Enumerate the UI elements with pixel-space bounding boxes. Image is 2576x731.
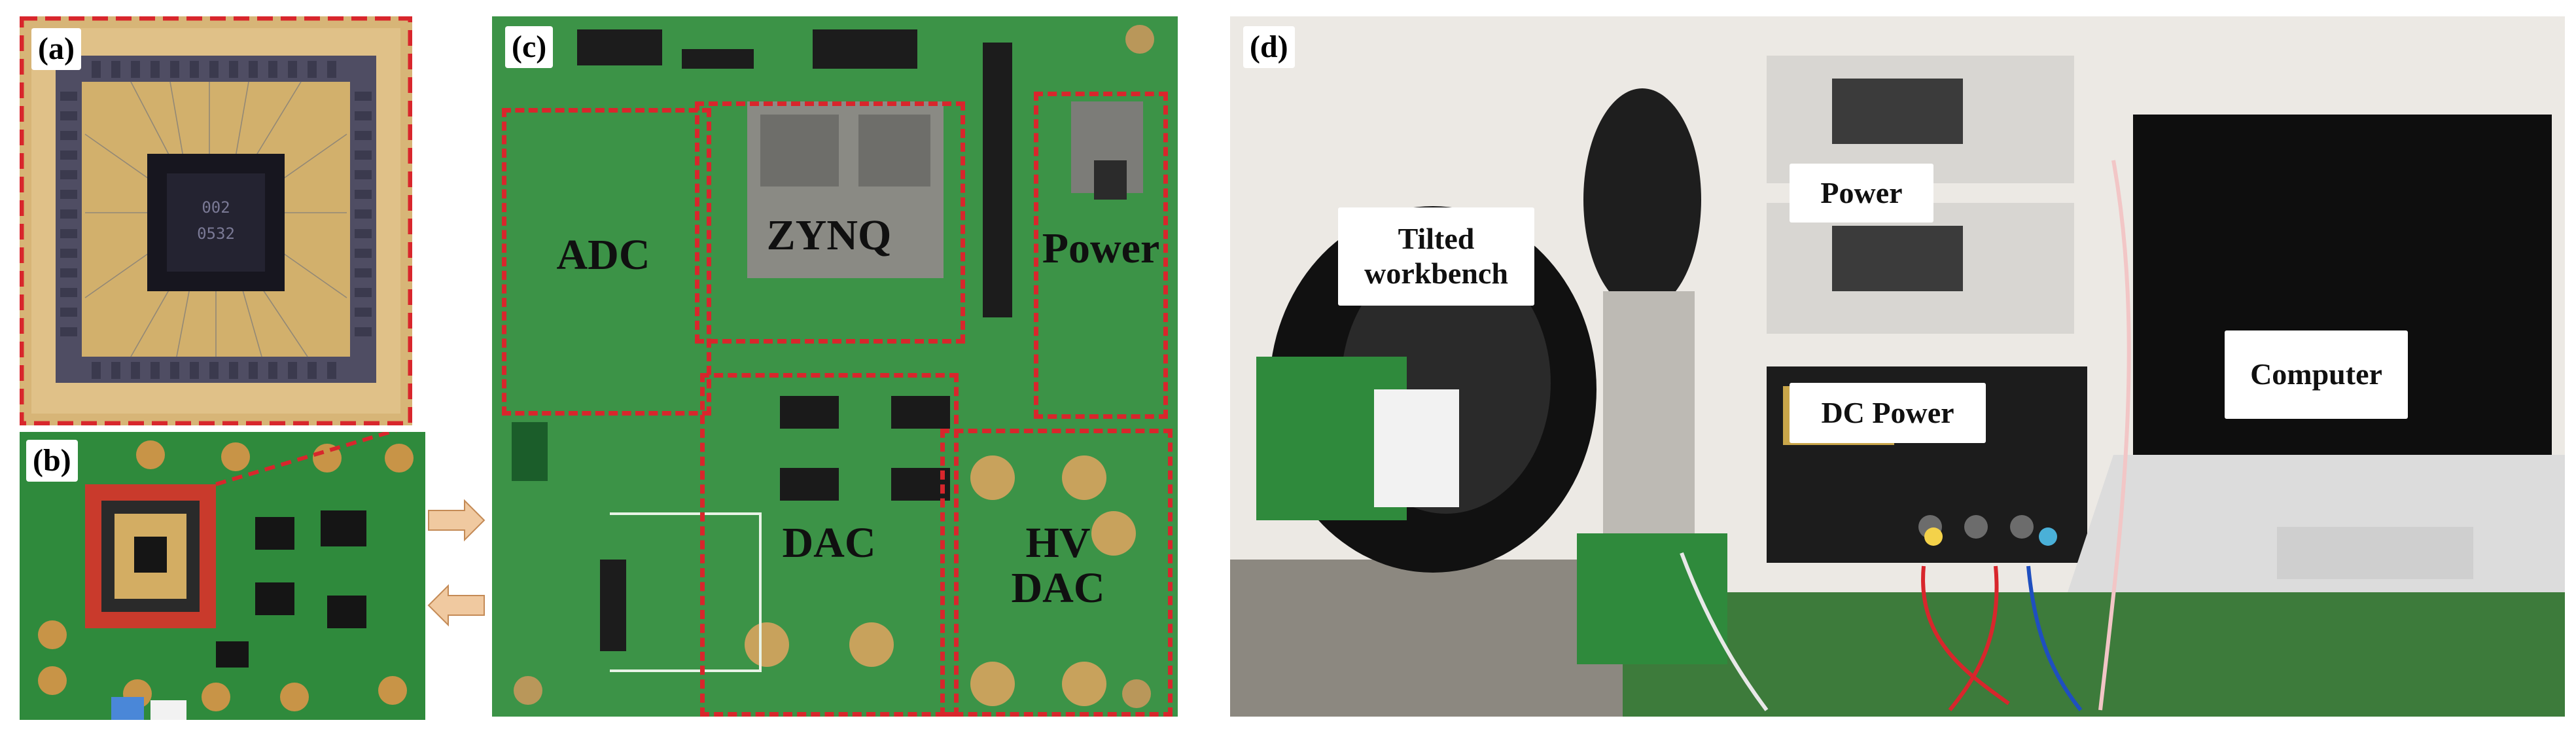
svg-text:0532: 0532 <box>197 224 235 243</box>
panel-c-tag: (c) <box>505 26 554 68</box>
panel-d-tag: (d) <box>1243 26 1295 68</box>
power-supply-label: Power <box>1790 164 1933 223</box>
computer-label: Computer <box>2225 330 2408 419</box>
adc-label: ADC <box>556 231 650 279</box>
panel-b-board-photo: (b) <box>20 432 425 720</box>
panel-b-tag: (b) <box>26 440 78 482</box>
tilted-workbench-label: Tilted workbench <box>1338 207 1534 306</box>
hv-dac-label: HV DAC <box>1011 519 1105 613</box>
panel-d-lab-photo: Tilted workbench Power DC Power Computer… <box>1230 16 2565 717</box>
dc-power-label: DC Power <box>1790 383 1986 443</box>
carrier-board-image <box>20 432 425 720</box>
svg-text:002: 002 <box>202 198 230 217</box>
panel-c-pcb-photo: ADC ZYNQ Power DAC HV DAC (c) <box>492 16 1178 717</box>
arrows-between-panels <box>427 499 485 627</box>
chip-micrograph: 002 0532 <box>20 16 412 425</box>
zynq-region <box>695 101 965 344</box>
hv-dac-region <box>940 429 1173 717</box>
main-pcb-image <box>492 16 1178 717</box>
dac-label: DAC <box>782 519 876 567</box>
power-label: Power <box>1042 224 1160 272</box>
adc-region <box>502 108 711 416</box>
dac-region <box>700 373 959 717</box>
zynq-label: ZYNQ <box>766 211 892 259</box>
panel-a-tag: (a) <box>31 28 81 70</box>
panel-a-chip-photo: 002 0532 (a) <box>20 16 412 425</box>
right-arrow-icon <box>428 499 485 542</box>
left-arrow-icon <box>427 584 485 627</box>
power-region <box>1034 92 1168 419</box>
